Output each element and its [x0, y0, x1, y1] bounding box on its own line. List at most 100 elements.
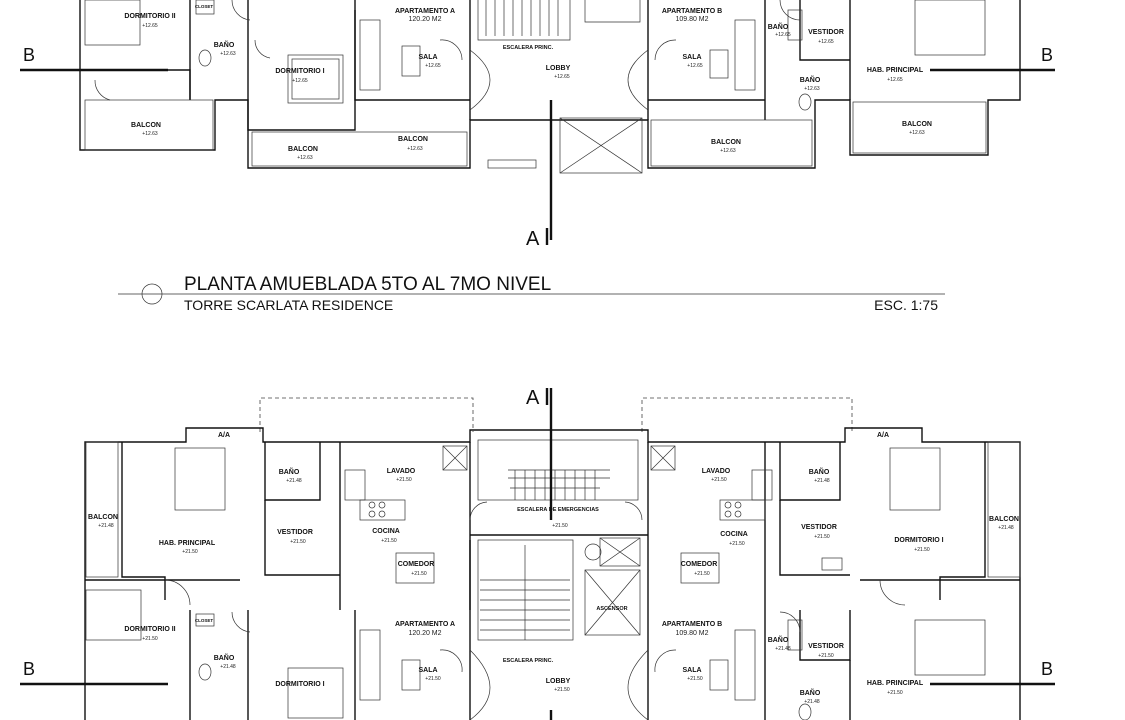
room-label-hab-principal: HAB. PRINCIPAL [867, 680, 924, 687]
room-label-bano: BAÑO [768, 22, 789, 31]
room-label-bano: BAÑO [279, 467, 300, 476]
room-label-balcon: BALCON [989, 516, 1019, 523]
apartment-a-label: APARTAMENTO A [395, 621, 455, 628]
level-label: +12.65 [775, 32, 791, 38]
lower-plan-labels: A/A A/A BAÑO +21.48 LAVADO +21.50 BALCON… [23, 387, 1053, 705]
room-label-dormitorio-i: DORMITORIO I [275, 681, 324, 688]
room-label-lobby: LOBBY [546, 65, 571, 72]
room-label-aa: A/A [218, 432, 230, 439]
room-label-dormitorio-ii: DORMITORIO II [124, 13, 175, 20]
room-label-lavado: LAVADO [702, 468, 731, 475]
apartment-b-label: APARTAMENTO B [662, 621, 722, 628]
room-label-dormitorio-i: DORMITORIO I [894, 537, 943, 544]
room-label-balcon: BALCON [902, 121, 932, 128]
level-label: +21.50 [914, 547, 930, 553]
level-label: +21.48 [814, 478, 830, 484]
room-label-sala: SALA [418, 54, 437, 61]
room-label-bano: BAÑO [809, 467, 830, 476]
plan-title: PLANTA AMUEBLADA 5TO AL 7MO NIVEL [184, 274, 551, 295]
level-label: +21.48 [998, 525, 1014, 531]
plan-scale: ESC. 1:75 [874, 297, 938, 313]
level-label: +21.50 [694, 571, 710, 577]
apartment-b-area: 109.80 M2 [675, 16, 708, 23]
room-label-dormitorio-ii: DORMITORIO II [124, 626, 175, 633]
apartment-a-label: APARTAMENTO A [395, 8, 455, 15]
level-label: +21.50 [411, 571, 427, 577]
level-label: +12.65 [142, 23, 158, 29]
room-label-bano: BAÑO [214, 653, 235, 662]
level-label: +12.63 [720, 148, 736, 154]
room-label-comedor: COMEDOR [681, 561, 718, 568]
room-label-lobby: LOBBY [546, 678, 571, 685]
room-label-cocina: COCINA [372, 528, 400, 535]
level-label: +21.50 [552, 523, 568, 529]
level-label: +21.50 [729, 541, 745, 547]
level-label: +12.65 [818, 39, 834, 45]
room-label-hab-principal: HAB. PRINCIPAL [867, 67, 924, 74]
room-label-balcon: BALCON [711, 139, 741, 146]
plan-subtitle: TORRE SCARLATA RESIDENCE [184, 297, 393, 313]
level-label: +21.50 [396, 477, 412, 483]
level-label: +12.65 [554, 74, 570, 80]
title-block: PLANTA AMUEBLADA 5TO AL 7MO NIVEL TORRE … [118, 274, 945, 313]
level-label: +12.63 [142, 131, 158, 137]
room-label-hab-principal: HAB. PRINCIPAL [159, 540, 216, 547]
level-label: +21.50 [814, 534, 830, 540]
level-label: +21.50 [290, 539, 306, 545]
room-label-balcon: BALCON [288, 146, 318, 153]
room-label-comedor: COMEDOR [398, 561, 435, 568]
room-label-vestidor: VESTIDOR [808, 29, 844, 36]
room-label-bano: BAÑO [768, 635, 789, 644]
level-label: +21.50 [687, 676, 703, 682]
level-label: +21.50 [182, 549, 198, 555]
level-label: +21.50 [554, 687, 570, 693]
level-label: +21.48 [775, 646, 791, 652]
level-label: +12.65 [887, 77, 903, 83]
section-cut-a-marker: A [526, 228, 540, 250]
room-label-bano: BAÑO [800, 688, 821, 697]
section-cut-b-marker-right: B [1041, 45, 1053, 65]
level-label: +12.65 [687, 63, 703, 69]
room-label-vestidor: VESTIDOR [801, 524, 837, 531]
room-label-bano: BAÑO [214, 40, 235, 49]
level-label: +21.50 [818, 653, 834, 659]
room-label-escalera: ESCALERA PRINC. [503, 658, 554, 664]
level-label: +21.48 [286, 478, 302, 484]
level-label: +12.65 [292, 78, 308, 84]
room-label-bano: BAÑO [800, 75, 821, 84]
section-cut-b-marker-right: B [1041, 659, 1053, 679]
apartment-a-area: 120.20 M2 [408, 16, 441, 23]
room-label-balcon: BALCON [131, 122, 161, 129]
room-label-dormitorio-i: DORMITORIO I [275, 68, 324, 75]
apartment-a-area: 120.20 M2 [408, 630, 441, 637]
room-label-aa: A/A [877, 432, 889, 439]
level-label: +12.63 [220, 51, 236, 57]
room-label-sala: SALA [682, 54, 701, 61]
room-label-ascensor: ASCENSOR [596, 606, 627, 612]
level-label: +21.50 [887, 690, 903, 696]
room-label-balcon: BALCON [88, 514, 118, 521]
room-label-vestidor: VESTIDOR [277, 529, 313, 536]
room-label-lavado: LAVADO [387, 468, 416, 475]
section-cut-a-marker: A [526, 387, 540, 409]
level-label: +12.63 [297, 155, 313, 161]
room-label-sala: SALA [418, 667, 437, 674]
apartment-b-label: APARTAMENTO B [662, 8, 722, 15]
section-cut-b-marker-left: B [23, 659, 35, 679]
room-label-closet: CLOSET [195, 4, 214, 9]
room-label-sala: SALA [682, 667, 701, 674]
level-label: +12.63 [407, 146, 423, 152]
level-label: +21.48 [804, 699, 820, 705]
room-label-cocina: COCINA [720, 531, 748, 538]
level-label: +21.48 [98, 523, 114, 529]
section-cut-b-marker-left: B [23, 45, 35, 65]
apartment-b-area: 109.80 M2 [675, 630, 708, 637]
level-label: +21.48 [220, 664, 236, 670]
level-label: +21.50 [381, 538, 397, 544]
room-label-closet: CLOSET [195, 618, 214, 623]
level-label: +21.50 [711, 477, 727, 483]
room-label-balcon: BALCON [398, 136, 428, 143]
level-label: +12.63 [804, 86, 820, 92]
level-label: +21.50 [425, 676, 441, 682]
